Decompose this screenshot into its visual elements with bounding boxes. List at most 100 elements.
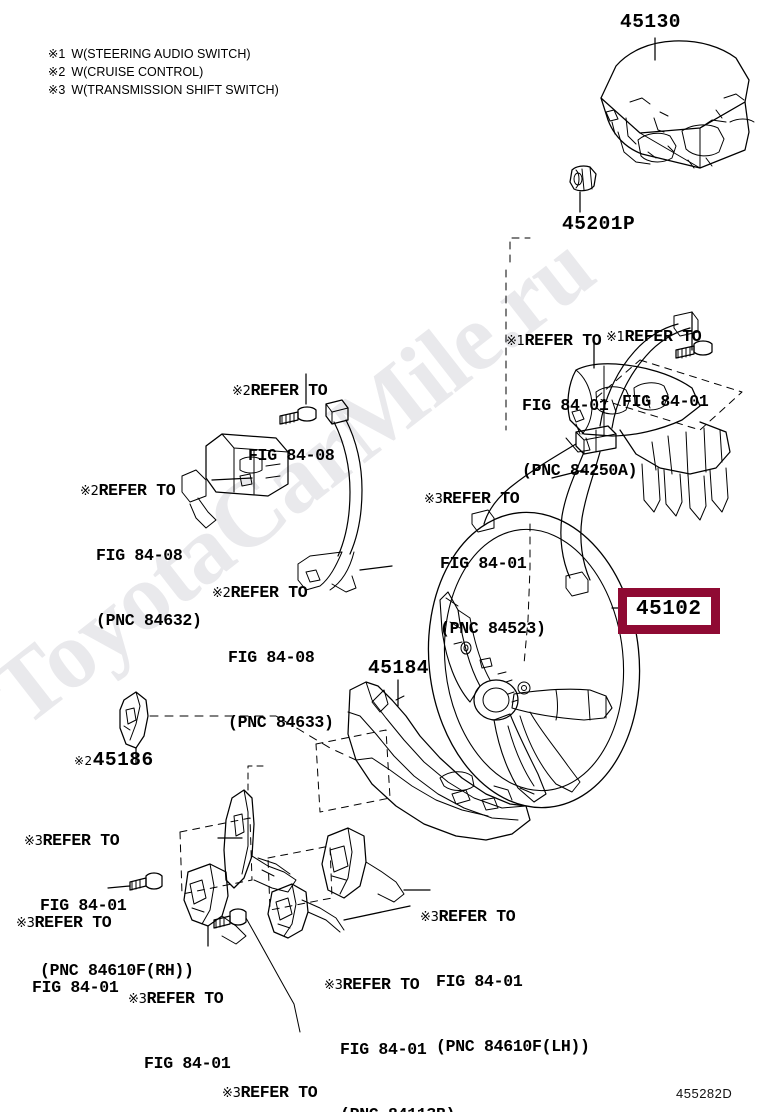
steering-pad-assy-shape	[565, 363, 731, 521]
dashed-mounting-plane	[595, 359, 743, 431]
screw-bottom	[213, 908, 247, 929]
leader-84633	[359, 565, 393, 571]
callout-screw-left: ※3REFER TO FIG 84-01	[16, 868, 119, 1042]
callout-cruise-screw-text1: REFER TO	[250, 380, 328, 400]
callout-84113a-line2: FIG 84-01	[144, 1053, 231, 1073]
callout-audio-right-line2: FIG 84-01	[622, 391, 709, 411]
callout-84523-line2: FIG 84-01	[440, 553, 527, 573]
callout-screw-bottom: ※3REFER TO FIG 84-01	[222, 1038, 324, 1112]
callout-84523-text1: REFER TO	[442, 488, 520, 508]
callout-84633-mark: ※2	[212, 585, 231, 601]
callout-shift-switch-lh: ※3REFER TO FIG 84-01 (PNC 84610F(LH))	[420, 862, 590, 1101]
callout-84113b-line2: FIG 84-01	[340, 1039, 427, 1059]
legend-line-2: ※2 W(CRUISE CONTROL)	[34, 46, 203, 99]
dashed-bracket-upper	[509, 237, 531, 263]
screw-left	[129, 872, 163, 891]
callout-bracket-84113b: ※3REFER TO FIG 84-01 (PNC 84113B)	[324, 930, 456, 1112]
callout-84523-mark: ※3	[424, 491, 443, 507]
wire-harness-shape	[471, 311, 699, 597]
leader-84523	[551, 469, 585, 479]
callout-84633-line1: ※2REFER TO	[212, 582, 334, 604]
callout-84113b-line1: ※3REFER TO	[324, 974, 455, 996]
callout-audio-right-mark: ※1	[606, 329, 625, 345]
callout-audio-right-text1: REFER TO	[624, 326, 702, 346]
callout-84632-text1: REFER TO	[98, 480, 176, 500]
legend-text-3: W(TRANSMISSION SHIFT SWITCH)	[71, 82, 279, 97]
callout-cruise-screw-mark: ※2	[232, 383, 251, 399]
callout-84523-line3: (PNC 84523)	[440, 619, 546, 639]
bracket-84113b-shape	[267, 883, 345, 939]
callout-screw-bottom-text1: REFER TO	[240, 1082, 318, 1102]
callout-pad-mark: ※1	[506, 333, 525, 349]
highlighted-part-number-45102[interactable]: 45102	[618, 588, 720, 634]
callout-cruise-screw-line1: ※2REFER TO	[232, 380, 334, 402]
cruise-lever-shape	[181, 469, 357, 593]
callout-audio-right-line1: ※1REFER TO	[606, 326, 708, 348]
callout-cruise-84633: ※2REFER TO FIG 84-08 (PNC 84633)	[212, 538, 334, 777]
screw-cruise-switch	[279, 406, 317, 425]
mark-45186: ※2	[74, 754, 93, 768]
callout-84633-line3: (PNC 84633)	[228, 713, 334, 733]
callout-lh-line1: ※3REFER TO	[420, 906, 590, 928]
callout-screw-left-mark: ※3	[16, 915, 35, 931]
callout-84632-line3: (PNC 84632)	[96, 611, 202, 631]
leader-84113b	[343, 905, 411, 921]
callout-rh-line2: FIG 84-01	[40, 895, 127, 915]
callout-pad-line3: (PNC 84250A)	[522, 461, 638, 481]
callout-lh-text1: REFER TO	[438, 906, 516, 926]
callout-84113a-line1: ※3REFER TO	[128, 988, 259, 1010]
callout-rh-line3: (PNC 84610F(RH))	[40, 961, 194, 981]
callout-84113b-mark: ※3	[324, 977, 343, 993]
callout-pad-assy: ※1REFER TO FIG 84-01 (PNC 84250A)	[506, 286, 638, 525]
callout-84113a-text1: REFER TO	[146, 988, 224, 1008]
callout-rh-line1: ※3REFER TO	[24, 830, 194, 852]
callout-rh-text1: REFER TO	[42, 830, 120, 850]
legend-text-1: W(STEERING AUDIO SWITCH)	[71, 46, 251, 61]
leader-screw-bottom	[245, 917, 301, 1033]
nut-spacer-shape	[569, 165, 597, 192]
shift-switch-rh-shape	[223, 789, 297, 893]
legend-mark-2: ※2	[47, 64, 66, 79]
callout-84632-mark: ※2	[80, 483, 99, 499]
leader-screw-left	[107, 885, 131, 889]
part-number-45186-value: 45186	[92, 749, 154, 771]
callout-84633-text1: REFER TO	[230, 582, 308, 602]
airbag-module-shape	[600, 40, 755, 169]
part-number-45186: ※245186	[74, 748, 154, 774]
callout-cruise-screw-line2: FIG 84-08	[248, 445, 335, 465]
dashed-box-rh	[179, 817, 253, 895]
callout-cruise-screw: ※2REFER TO FIG 84-08	[232, 336, 335, 510]
leader-84632	[211, 477, 253, 481]
callout-84632-line1: ※2REFER TO	[80, 480, 202, 502]
callout-84113b-line3: (PNC 84113B)	[324, 1104, 456, 1112]
cruise-switch-shape	[205, 433, 289, 497]
dashed-stub-rh	[247, 765, 269, 791]
callout-bracket-84113a: ※3REFER TO FIG 84-01 (PNC 84113A)	[128, 944, 259, 1112]
callout-pad-line1: ※1REFER TO	[506, 330, 637, 352]
steering-wheel-shape	[427, 511, 641, 809]
callout-screw-left-text1: REFER TO	[34, 912, 112, 932]
part-number-45184: 45184	[368, 657, 430, 679]
drawing-number: 455282D	[676, 1086, 733, 1101]
part-number-45130: 45130	[620, 11, 682, 33]
callout-pad-text1: REFER TO	[524, 330, 602, 350]
callout-pad-line2: FIG 84-01	[522, 395, 609, 415]
callout-wire-84523: ※3REFER TO FIG 84-01 (PNC 84523)	[424, 444, 546, 683]
column-cover-upper-shape	[347, 681, 531, 841]
dashed-link-45186	[149, 715, 357, 761]
dashed-box-lh	[267, 845, 333, 911]
shift-switch-lh-shape	[321, 827, 405, 903]
legend-mark-1: ※1	[47, 46, 66, 61]
callout-lh-line3: (PNC 84610F(LH))	[436, 1037, 590, 1057]
callout-cruise-84632: ※2REFER TO FIG 84-08 (PNC 84632)	[80, 436, 202, 675]
callout-rh-mark: ※3	[24, 833, 43, 849]
part-number-45201P: 45201P	[562, 213, 636, 235]
legend-text-2: W(CRUISE CONTROL)	[71, 64, 204, 79]
cover-small-shape	[119, 691, 149, 749]
callout-lh-mark: ※3	[420, 909, 439, 925]
screw-pad-right	[675, 340, 713, 359]
callout-84113b-text1: REFER TO	[342, 974, 420, 994]
callout-lh-line2: FIG 84-01	[436, 971, 523, 991]
